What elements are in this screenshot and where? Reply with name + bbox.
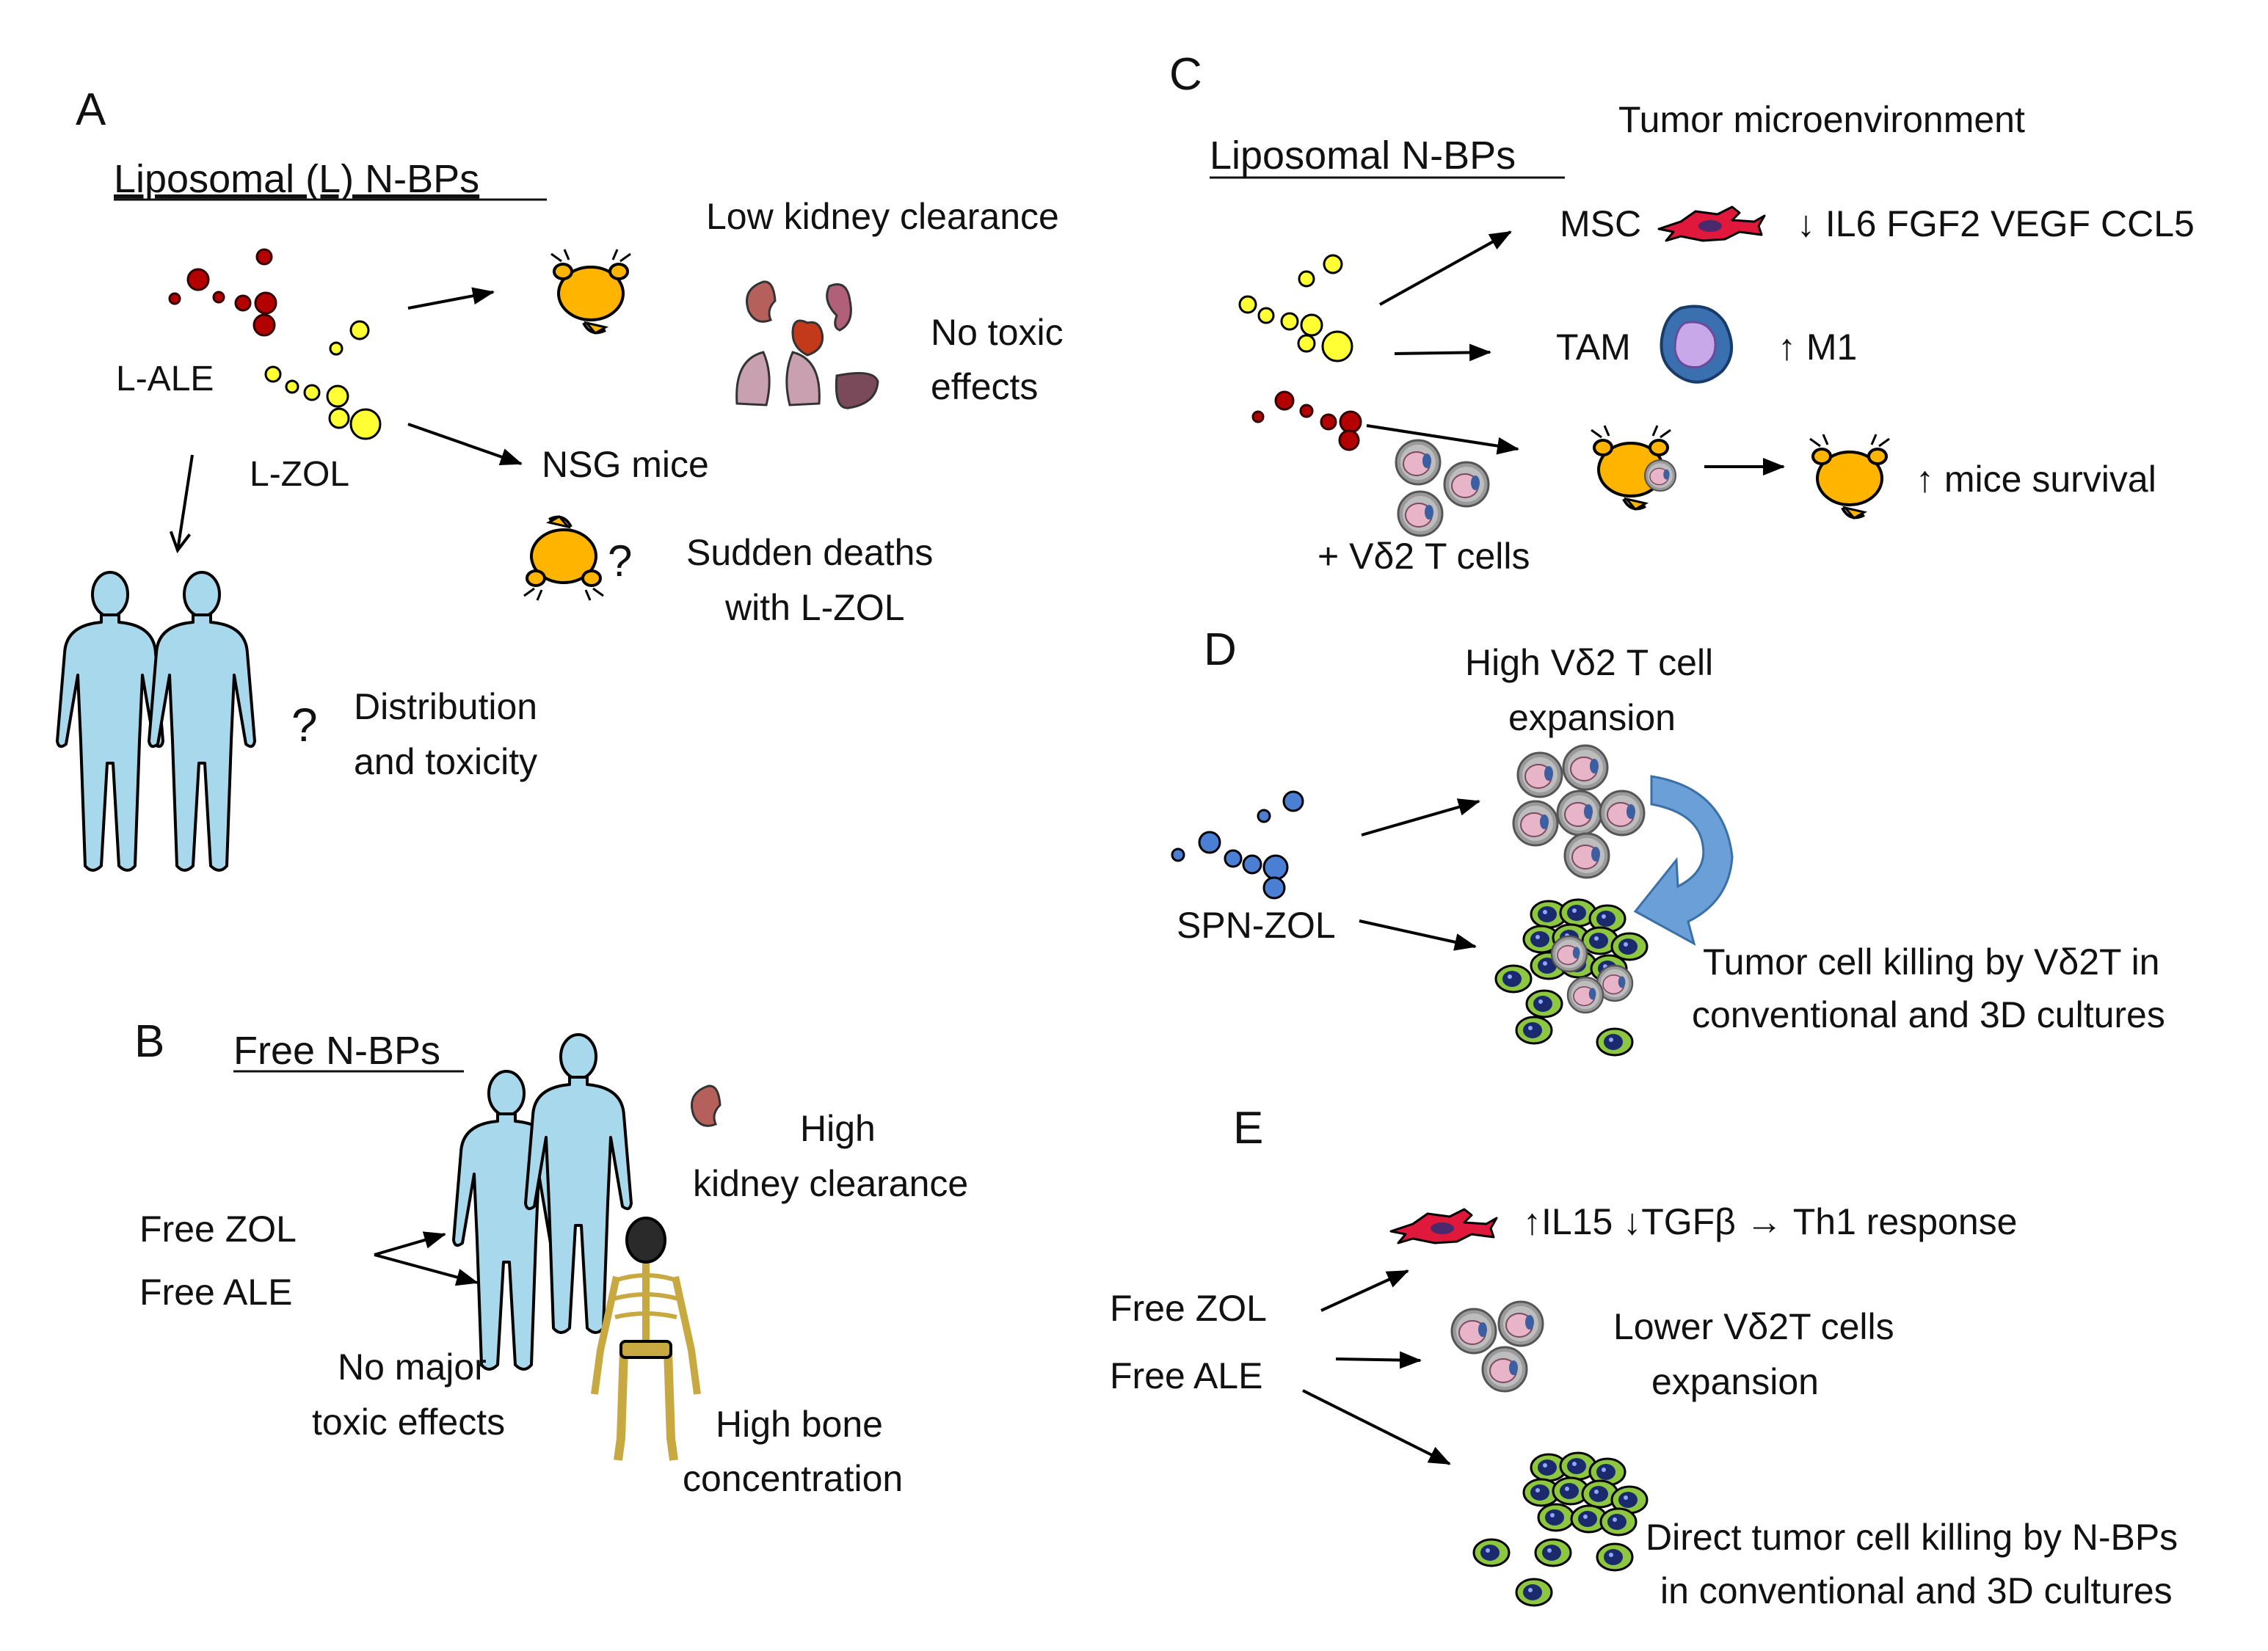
- distribution-line1: Distribution: [354, 686, 537, 727]
- lower-line2: expansion: [1651, 1361, 1819, 1402]
- human-question-mark: ?: [291, 699, 318, 751]
- c-red-liposomes: [1251, 390, 1362, 451]
- sudden-deaths-line2: with L-ZOL: [724, 587, 905, 628]
- mouse-icon: [550, 248, 632, 335]
- high-kidney-line2: kidney clearance: [693, 1163, 968, 1204]
- msc-effect: ↓ IL6 FGF2 VEGF CCL5: [1797, 203, 2195, 244]
- expanded-tcells: [1512, 744, 1646, 879]
- high-kidney-line1: High: [800, 1108, 876, 1149]
- lungs-icon: [735, 351, 821, 407]
- mouse-question-mark: ?: [608, 536, 632, 586]
- msc-label: MSC: [1560, 203, 1641, 244]
- arrow-to-nsg-mice: [407, 423, 523, 466]
- arrow-to-expansion: [1361, 798, 1480, 837]
- survived-mouse-icon: [1809, 433, 1891, 520]
- arrow-to-treated-mouse: [1366, 424, 1519, 455]
- heart-icon: [791, 319, 824, 357]
- direct-line2: in conventional and 3D cultures: [1660, 1570, 2173, 1611]
- arrow-to-mouse: [407, 287, 495, 310]
- nsg-mice-label: NSG mice: [542, 444, 709, 485]
- arrow-to-tcells-e: [1335, 1351, 1422, 1369]
- no-toxic-line2: effects: [931, 366, 1038, 407]
- dead-mouse-icon: [523, 515, 605, 602]
- no-major-line2: toxic effects: [312, 1402, 505, 1443]
- panel-d: D High Vδ2 T cell expansion SPN-ZOL T: [1171, 624, 2165, 1057]
- killing-line2: conventional and 3D cultures: [1692, 994, 2165, 1035]
- direct-line1: Direct tumor cell killing by N-BPs: [1646, 1517, 2178, 1558]
- lower-line1: Lower Vδ2T cells: [1613, 1306, 1894, 1347]
- high-bone-line2: concentration: [683, 1458, 903, 1499]
- panel-letter-a: A: [76, 84, 106, 135]
- kidney-icon: [746, 280, 777, 323]
- low-kidney-label: Low kidney clearance: [706, 196, 1059, 237]
- survival-label: ↑ mice survival: [1916, 459, 2156, 500]
- liver-icon: [835, 371, 879, 409]
- no-toxic-line1: No toxic: [931, 312, 1064, 353]
- panel-letter-e: E: [1233, 1103, 1263, 1153]
- arrow-to-msc-e: [1320, 1269, 1409, 1312]
- tme-label: Tumor microenvironment: [1618, 99, 2025, 140]
- killing-line1: Tumor cell killing by Vδ2T in: [1703, 941, 2160, 983]
- panel-c-title: Liposomal N-BPs: [1210, 134, 1516, 178]
- treated-mouse-icon: [1590, 424, 1677, 511]
- l-ale-label: L-ALE: [116, 360, 214, 398]
- panel-letter-c: C: [1169, 49, 1202, 100]
- il15-label: ↑IL15 ↓TGFβ → Th1 response: [1523, 1201, 2017, 1242]
- arrow-to-tam: [1394, 343, 1491, 362]
- expansion-line1: High Vδ2 T cell: [1465, 642, 1713, 683]
- spn-zol-label: SPN-ZOL: [1177, 905, 1336, 946]
- l-zol-label: L-ZOL: [250, 455, 349, 494]
- human-icon-female: [56, 571, 164, 872]
- spn-zol-particles: [1171, 790, 1304, 900]
- arrow-to-tumor-e: [1302, 1389, 1451, 1465]
- c-yellow-liposomes: [1238, 254, 1353, 362]
- l-zol-liposomes: [264, 320, 382, 440]
- msc-cell-icon-e: [1389, 1208, 1498, 1244]
- tcells-e: [1450, 1300, 1544, 1393]
- spleen-icon: [826, 283, 852, 332]
- macrophage-icon: [1660, 305, 1734, 384]
- organs-group: [735, 280, 879, 409]
- free-ale-e: Free ALE: [1110, 1355, 1262, 1396]
- tumor-cluster-e: [1472, 1451, 1649, 1607]
- panel-c: C Tumor microenvironment Liposomal N-BPs…: [1169, 49, 2195, 577]
- sudden-deaths-line1: Sudden deaths: [686, 532, 933, 573]
- free-ale-b: Free ALE: [139, 1272, 292, 1313]
- arrow-b-lower: [374, 1253, 479, 1286]
- free-zol-e: Free ZOL: [1110, 1288, 1267, 1329]
- tumor-cluster-d: [1494, 898, 1649, 1057]
- panel-a: A Liposomal (L) N-BPs L-ALE L-ZOL Low ki…: [56, 84, 1064, 872]
- kidney-icon-b: [691, 1085, 722, 1127]
- panel-e: E ↑IL15 ↓TGFβ → Th1 response Free ZOL Fr…: [1110, 1103, 2178, 1611]
- msc-cell-icon: [1657, 205, 1766, 242]
- panel-b: B Free N-BPs Free ZOL Free ALE High kidn…: [134, 1016, 968, 1499]
- high-bone-line1: High bone: [716, 1404, 883, 1445]
- expansion-line2: expansion: [1508, 697, 1676, 738]
- arrow-b-upper: [374, 1231, 446, 1256]
- arrow-to-msc: [1379, 230, 1512, 306]
- tam-label: TAM: [1556, 327, 1631, 368]
- panel-a-title: Liposomal (L) N-BPs: [114, 157, 479, 201]
- panel-b-title: Free N-BPs: [233, 1029, 440, 1073]
- panel-letter-d: D: [1204, 624, 1237, 675]
- curved-arrow-icon: [1633, 775, 1734, 947]
- free-zol-b: Free ZOL: [139, 1209, 297, 1250]
- skeleton-icon: [591, 1217, 701, 1461]
- tam-effect: ↑ M1: [1778, 327, 1857, 368]
- distribution-line2: and toxicity: [354, 741, 537, 782]
- arrow-to-humans: [178, 454, 194, 550]
- arrow-to-killing: [1359, 919, 1477, 951]
- c-tcells: [1395, 439, 1490, 537]
- l-ale-liposomes: [168, 248, 277, 337]
- no-major-line1: No major: [338, 1346, 487, 1388]
- vd2-label: + Vδ2 T cells: [1317, 536, 1530, 577]
- panel-letter-b: B: [134, 1016, 164, 1067]
- human-icon-male: [148, 571, 256, 872]
